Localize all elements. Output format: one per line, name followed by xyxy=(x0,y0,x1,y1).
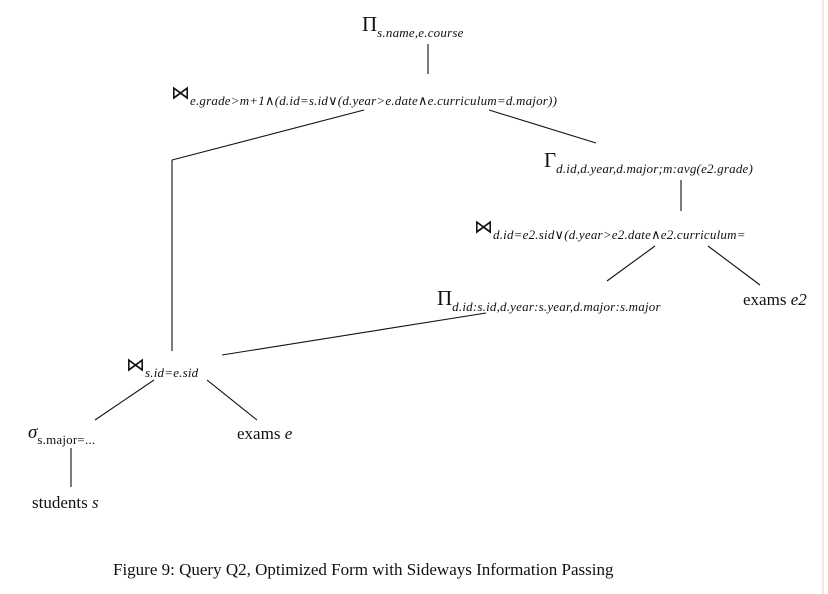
figure-caption: Figure 9: Query Q2, Optimized Form with … xyxy=(113,560,614,579)
join-condition: d.id=e2.sid∨(d.year>e2.date∧e2.curriculu… xyxy=(493,227,746,242)
relation-name: exams xyxy=(743,290,787,309)
relation-alias: e xyxy=(284,424,293,443)
groupby-subscript: d.id,d.year,d.major;m:avg(e2.grade) xyxy=(556,161,754,176)
edge-inner-join-to-rename xyxy=(606,245,656,282)
edge-top-join-to-groupby xyxy=(488,109,597,144)
projection-subscript: d.id:s.id,d.year:s.year,d.major:s.major xyxy=(452,299,661,314)
selection-condition: s.major=... xyxy=(37,432,96,447)
join-symbol: ⋈ xyxy=(474,217,493,238)
rename-projection-node: Πd.id:s.id,d.year:s.year,d.major:s.major xyxy=(437,286,661,314)
students-s-leaf: students s xyxy=(32,494,99,511)
page-edge xyxy=(822,0,824,594)
join-symbol: ⋈ xyxy=(126,355,145,376)
relation-name: exams xyxy=(237,424,281,443)
relation-alias: s xyxy=(91,493,99,512)
groupby-symbol: Γ xyxy=(544,148,557,172)
exams-e-leaf: exams e xyxy=(237,425,292,442)
edge-inner-join-to-exams-e2 xyxy=(707,245,761,286)
projection-symbol: Π xyxy=(362,12,378,36)
groupby-node: Γd.id,d.year,d.major;m:avg(e2.grade) xyxy=(544,148,753,176)
exams-e2-leaf: exams e2 xyxy=(743,291,807,308)
edge-top-join-to-left xyxy=(171,109,365,161)
join-condition: s.id=e.sid xyxy=(145,365,199,380)
top-join-node: ⋈e.grade>m+1∧(d.id=s.id∨(d.year>e.date∧e… xyxy=(171,83,557,107)
projection-subscript: s.name,e.course xyxy=(377,25,464,40)
relation-alias: e2 xyxy=(790,290,807,309)
selection-symbol: σ xyxy=(28,422,38,443)
inner-join-node: ⋈d.id=e2.sid∨(d.year>e2.date∧e2.curricul… xyxy=(474,217,746,241)
edge-lower-join-to-select xyxy=(94,379,155,421)
selection-node: σs.major=... xyxy=(28,422,95,446)
root-projection-node: Πs.name,e.course xyxy=(362,12,464,40)
lower-join-node: ⋈s.id=e.sid xyxy=(126,355,198,379)
relation-name: students xyxy=(32,493,88,512)
join-condition: e.grade>m+1∧(d.id=s.id∨(d.year>e.date∧e.… xyxy=(190,93,558,108)
projection-symbol: Π xyxy=(437,286,453,310)
edge-lower-join-to-exams-e xyxy=(206,379,258,421)
edge-rename-to-lower-join xyxy=(221,312,487,356)
join-symbol: ⋈ xyxy=(171,83,190,104)
